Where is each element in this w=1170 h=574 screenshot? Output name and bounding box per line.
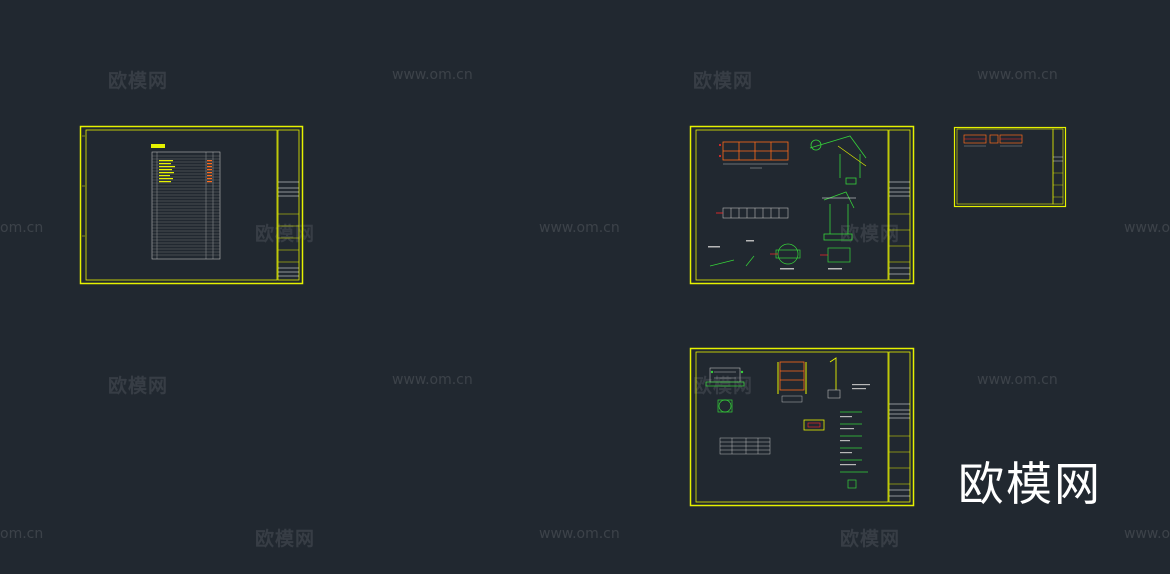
watermark-brand: 欧模网 [840,223,901,245]
watermark-url: www.om.cn [392,372,473,388]
watermark-url: www.om.cn [977,67,1058,83]
watermark-url: www.om.cn [977,372,1058,388]
watermark-url: www.om.cn [539,526,620,542]
watermark-brand: 欧模网 [108,375,169,397]
watermark-url: www.om.cn [1124,526,1170,542]
watermark-url: www.om.cn [539,220,620,236]
watermark-url: www.om.cn [392,67,473,83]
watermark-brand: 欧模网 [108,70,169,92]
watermark-url: om.cn [0,526,44,542]
watermark-url: om.cn [0,220,44,236]
watermark-brand: 欧模网 [840,528,901,550]
watermark-brand: 欧模网 [255,528,316,550]
brand-logo: 欧模网 [958,457,1102,511]
watermark-brand: 欧模网 [693,70,754,92]
sheet-drawing [689,125,915,285]
drawing-sheet-index-table[interactable] [79,125,304,285]
sheet-drawing [953,126,1067,208]
watermark-url: www.om.cn [1124,220,1170,236]
drawing-sheet-small-plan[interactable] [953,126,1067,208]
sheet-drawing [79,125,304,285]
drawing-sheet-details-2[interactable] [689,347,915,507]
drawing-sheet-details-1[interactable] [689,125,915,285]
sheet-drawing [689,347,915,507]
